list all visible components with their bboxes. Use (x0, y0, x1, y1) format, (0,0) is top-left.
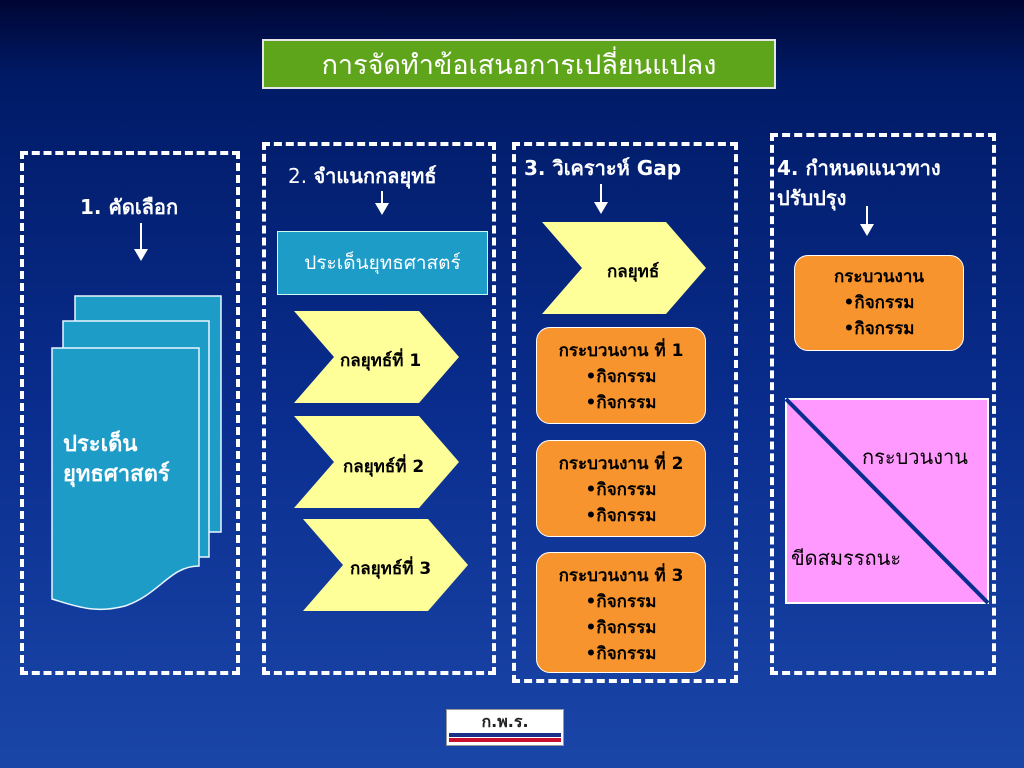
strategy-3-chevron (303, 519, 468, 611)
strategy-2-chevron (294, 416, 459, 508)
process-item: •กิจกรรม (843, 293, 915, 313)
strategy-1-chevron (294, 311, 459, 403)
document-label-line1: ประเด็น (63, 432, 138, 457)
process-3-title: กระบวนงาน ที่ 3 (558, 566, 684, 586)
arrow-down-icon (375, 191, 389, 215)
column-classify (262, 142, 496, 675)
arrow-down-icon (594, 184, 608, 214)
logo-stripe (449, 733, 561, 737)
logo-text: ก.พ.ร. (481, 712, 529, 731)
process-box: กระบวนงาน •กิจกรรม •กิจกรรม (794, 255, 964, 351)
strategy-3-label: กลยุทธ์ที่ 3 (350, 559, 432, 579)
matrix-process-label: กระบวนงาน (862, 445, 968, 469)
process-title: กระบวนงาน (834, 267, 924, 287)
process-2-item: •กิจกรรม (585, 480, 657, 500)
process-1-title: กระบวนงาน ที่ 1 (558, 341, 684, 361)
process-item: •กิจกรรม (843, 319, 915, 339)
step-1-heading: 1. คัดเลือก (80, 195, 179, 219)
process-1-item: •กิจกรรม (585, 367, 657, 387)
strategy-2-label: กลยุทธ์ที่ 2 (343, 457, 425, 477)
process-2-title: กระบวนงาน ที่ 2 (558, 454, 684, 474)
process-3-item: •กิจกรรม (585, 644, 657, 664)
ocsc-logo: ก.พ.ร. (446, 709, 564, 746)
step-4-heading-line2: ปรับปรุง (777, 186, 847, 210)
page-title: การจัดทำข้อเสนอการเปลี่ยนแปลง (262, 39, 776, 89)
logo-stripe (449, 738, 561, 742)
process-3-item: •กิจกรรม (585, 592, 657, 612)
arrow-down-icon (860, 206, 874, 236)
process-2-box: กระบวนงาน ที่ 2 •กิจกรรม •กิจกรรม (536, 440, 706, 537)
step-2-heading: 2. จำแนกกลยุทธ์ (288, 160, 437, 192)
strategy-chevron (542, 222, 706, 314)
capability-matrix (785, 398, 989, 604)
step-2-text: จำแนกกลยุทธ์ (313, 164, 437, 188)
column-improve (770, 133, 996, 675)
process-3-box: กระบวนงาน ที่ 3 •กิจกรรม •กิจกรรม •กิจกร… (536, 552, 706, 673)
document-stack-icon (51, 295, 222, 611)
process-1-item: •กิจกรรม (585, 393, 657, 413)
strategy-1-label: กลยุทธ์ที่ 1 (340, 351, 422, 371)
column-select (20, 151, 240, 675)
step-3-heading: 3. วิเคราะห์ Gap (524, 156, 682, 180)
step-2-number: 2. (288, 164, 308, 188)
process-3-item: •กิจกรรม (585, 618, 657, 638)
strategic-issue-box: ประเด็นยุทธศาสตร์ (277, 231, 488, 295)
process-1-box: กระบวนงาน ที่ 1 •กิจกรรม •กิจกรรม (536, 327, 706, 424)
column-gap (512, 142, 738, 683)
arrow-down-icon (134, 223, 148, 261)
process-2-item: •กิจกรรม (585, 506, 657, 526)
step-4-heading-line1: 4. กำหนดแนวทาง (777, 156, 941, 180)
document-label-line2: ยุทธศาสตร์ (63, 462, 170, 487)
strategy-chevron-label: กลยุทธ์ (607, 262, 660, 282)
matrix-capability-label: ขีดสมรรถนะ (791, 546, 902, 570)
